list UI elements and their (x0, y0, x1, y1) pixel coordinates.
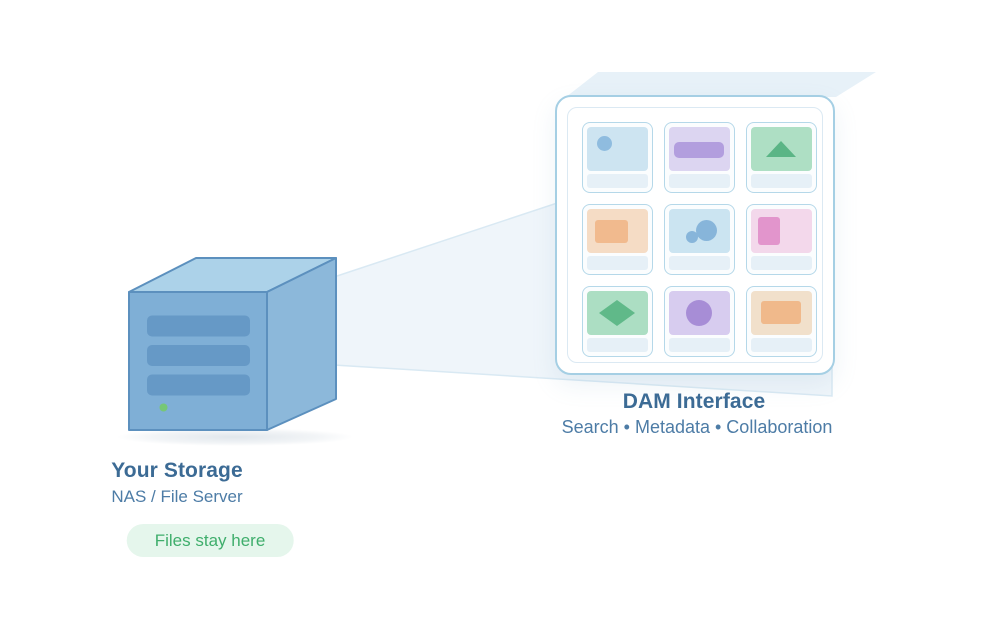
power-led-icon (159, 403, 168, 412)
portrait-pink-thumbnail (751, 209, 812, 253)
banner-purple-bar-thumbnail (669, 127, 730, 171)
asset-caption-placeholder (587, 256, 648, 270)
diamond-green-thumbnail (587, 291, 648, 335)
asset-caption-placeholder (587, 338, 648, 352)
dam-title: DAM Interface (622, 390, 766, 413)
dots-blue-circle-icon (686, 231, 698, 243)
asset-caption-placeholder (751, 256, 812, 270)
asset-card-photo-orange-rect (582, 204, 653, 275)
asset-caption-placeholder (751, 174, 812, 188)
asset-caption-placeholder (587, 174, 648, 188)
dots-blue-circle-icon (696, 220, 717, 241)
image-blue-dot-thumbnail (587, 127, 648, 171)
asset-card-portrait-pink (746, 204, 817, 275)
asset-caption-placeholder (751, 338, 812, 352)
asset-caption-placeholder (669, 256, 730, 270)
asset-card-dots-blue (664, 204, 735, 275)
banner-purple-bar-bar-icon (674, 142, 724, 158)
photo-tan-rect-rect-icon (761, 301, 801, 324)
drive-slat-1 (147, 315, 250, 337)
dam-panel (555, 95, 835, 375)
server-box-icon (128, 257, 337, 431)
asset-caption-placeholder (669, 338, 730, 352)
asset-card-photo-tan-rect (746, 286, 817, 357)
diamond-green-diamond-icon (599, 300, 635, 326)
dots-blue-thumbnail (669, 209, 730, 253)
asset-card-circle-purple (664, 286, 735, 357)
asset-card-image-blue-dot (582, 122, 653, 193)
dam-subtitle: Search • Metadata • Collaboration (561, 417, 833, 437)
image-blue-dot-circle-icon (597, 136, 612, 151)
portrait-pink-square-icon (758, 217, 780, 245)
circle-purple-circle-icon (686, 300, 712, 326)
files-stay-here-badge: Files stay here (126, 524, 294, 557)
storage-title: Your Storage (111, 459, 243, 482)
asset-card-banner-purple-bar (664, 122, 735, 193)
asset-card-diamond-green (582, 286, 653, 357)
asset-grid (582, 122, 817, 357)
server-shadow (117, 428, 353, 446)
photo-orange-rect-thumbnail (587, 209, 648, 253)
triangle-green-thumbnail (751, 127, 812, 171)
photo-tan-rect-thumbnail (751, 291, 812, 335)
circle-purple-thumbnail (669, 291, 730, 335)
storage-subtitle: NAS / File Server (111, 487, 243, 506)
drive-slat-2 (147, 345, 250, 366)
panel-top-face (566, 72, 876, 97)
asset-caption-placeholder (669, 174, 730, 188)
photo-orange-rect-rect-icon (595, 220, 628, 243)
asset-card-triangle-green (746, 122, 817, 193)
triangle-green-triangle-icon (766, 141, 796, 157)
dam-panel-inner-frame (567, 107, 823, 363)
drive-slat-3 (147, 374, 250, 396)
